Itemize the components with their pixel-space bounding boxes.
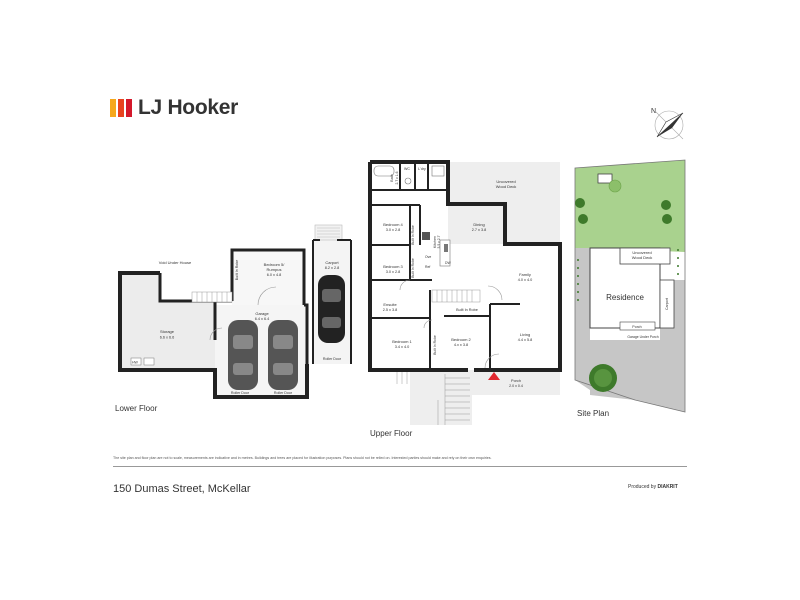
kitchen-name: Kitchen	[433, 236, 437, 248]
ensuite-name: Ensuite	[383, 302, 397, 307]
bir-upper-3: Built In Robe	[433, 335, 437, 355]
bedroom1-dim: 3.4 x 4.0	[395, 345, 410, 349]
bath-dim: 2.7 x 1.6	[395, 171, 399, 184]
produced-by: Produced by DIAKRIT	[628, 484, 678, 490]
produced-by-brand: DIAKRIT	[657, 484, 678, 490]
ldry-label: L'dry	[418, 167, 426, 171]
ref-label: Ref	[425, 265, 430, 269]
upper-floor-plan: Bath 2.7 x 1.6 WC L'dry Uncovered Wood D…	[368, 160, 562, 425]
bedroom3-dim: 3.0 x 2.8	[386, 270, 401, 274]
brand-name: LJ Hooker	[138, 96, 238, 119]
ensuite-dim: 2.5 x 3.8	[383, 308, 398, 312]
bedroom5-name2: Rumpus	[267, 267, 282, 272]
residence-label: Residence	[606, 293, 644, 302]
upper-deck-name: Uncovered	[496, 179, 515, 184]
car-icon	[268, 320, 298, 390]
garage-name: Garage	[255, 311, 269, 316]
bedroom4-dim: 3.0 x 2.8	[386, 228, 401, 232]
car-icon	[318, 275, 345, 343]
living-name: Living	[520, 332, 530, 337]
bir-upper-1: Built In Robe	[411, 225, 415, 245]
ove-label: Ove	[425, 255, 431, 259]
family-dim: 4.0 x 4.0	[518, 278, 533, 282]
site-porch-label: Porch	[632, 325, 641, 329]
site-carport-label: Carport	[665, 298, 669, 310]
bedroom3-name: Bedroom 3	[383, 264, 403, 269]
dining-dim: 2.7 x 3.8	[472, 228, 487, 232]
site-plan-label: Site Plan	[577, 409, 609, 418]
garage-dim: 6.4 x 6.4	[255, 317, 270, 321]
site-garage-label: Garage Under Porch	[627, 335, 658, 339]
bedroom1-name: Bedroom 1	[392, 339, 412, 344]
porch-name: Porch	[511, 379, 521, 383]
site-plan: Residence Uncovered Wood Deck Carport Po…	[574, 159, 686, 413]
porch-dim: 2.0 x 0.4	[509, 384, 523, 388]
family-name: Family	[519, 272, 531, 277]
lower-floor-plan: HW Void Under House Storage 6.6 x 6.6 Bu…	[118, 224, 352, 399]
carport-name: Carport	[325, 260, 339, 265]
bedroom4-name: Bedroom 4	[383, 222, 403, 227]
bath-name: Bath	[390, 174, 394, 181]
roller-door-2: Roller Door	[274, 391, 293, 395]
hw-label: HW	[132, 361, 139, 365]
roller-door-1: Roller Door	[231, 391, 250, 395]
brand-logo-mark	[110, 99, 132, 117]
living-dim: 4.4 x 5.8	[518, 338, 533, 342]
storage-dim: 6.6 x 6.6	[160, 336, 175, 340]
compass-label: N	[651, 108, 656, 115]
bir-upper-4: Built In Robe	[456, 308, 478, 312]
brand-logo: LJ Hooker	[110, 96, 238, 120]
bir-upper-2: Built In Robe	[411, 258, 415, 278]
dw-label: DW	[445, 261, 451, 265]
roller-door-3: Roller Door	[323, 357, 342, 361]
entry-marker-icon	[488, 372, 500, 380]
kitchen-dim: 3.5 x 2.7	[437, 235, 441, 248]
bedroom5-dim: 6.0 x 4.8	[267, 273, 282, 277]
upper-deck-name2: Wood Deck	[496, 184, 517, 189]
property-address: 150 Dumas Street, McKellar	[113, 483, 251, 495]
site-deck-name2: Wood Deck	[632, 255, 653, 260]
carport-dim: 8.2 x 2.8	[325, 266, 340, 270]
bir-lower-label: Built In Robe	[235, 260, 239, 281]
storage-name: Storage	[160, 329, 175, 334]
produced-by-label: Produced by	[628, 484, 657, 490]
lower-floor-label: Lower Floor	[115, 404, 158, 413]
site-deck-name: Uncovered	[632, 250, 651, 255]
wc-label: WC	[404, 167, 410, 171]
void-label: Void Under House	[159, 260, 192, 265]
disclaimer-text: The site plan and floor plan are not to …	[113, 456, 492, 460]
bedroom2-dim: 4.x x 3.8	[454, 343, 468, 347]
bedroom2-name: Bedroom 2	[451, 337, 471, 342]
car-icon	[228, 320, 258, 390]
divider	[113, 466, 687, 467]
bedroom5-name: Bedroom 5/	[264, 262, 286, 267]
compass-icon: N	[651, 108, 684, 140]
dining-name: Dining	[473, 222, 484, 227]
upper-floor-label: Upper Floor	[370, 429, 413, 438]
